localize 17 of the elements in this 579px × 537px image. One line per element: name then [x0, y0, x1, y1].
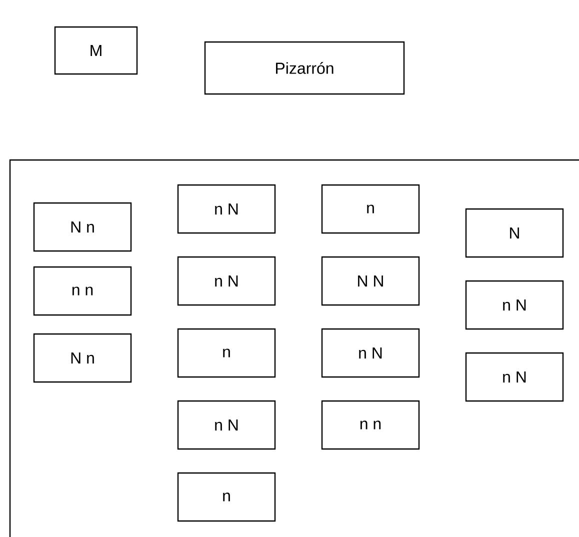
- teacher-desk-box: M: [54, 26, 138, 75]
- student-desk-box: n N: [321, 328, 420, 378]
- student-desk-box: n N: [465, 280, 564, 330]
- student-desk-box: N N: [321, 256, 420, 306]
- student-desk-box: n N: [465, 352, 564, 402]
- student-desk-box: N: [465, 208, 564, 258]
- student-desk-box: n n: [321, 400, 420, 450]
- student-desk-box: n N: [177, 256, 276, 306]
- student-desk-box: n: [177, 328, 276, 378]
- blackboard-box: Pizarrón: [204, 41, 405, 95]
- student-desk-box: n: [177, 472, 276, 522]
- student-desk-box: n N: [177, 184, 276, 234]
- student-desk-box: n n: [33, 266, 132, 316]
- student-desk-box: N n: [33, 202, 132, 252]
- student-desk-box: n N: [177, 400, 276, 450]
- student-desk-box: N n: [33, 333, 132, 383]
- student-desk-box: n: [321, 184, 420, 234]
